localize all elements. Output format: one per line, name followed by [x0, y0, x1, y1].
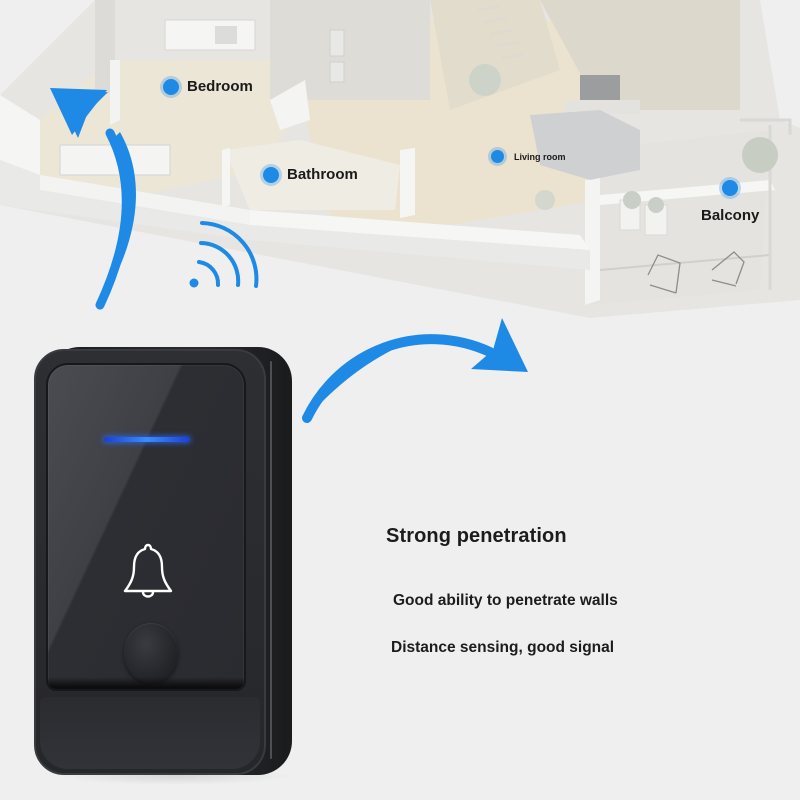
room-name: Bathroom [287, 166, 358, 183]
location-dot-icon [263, 166, 279, 183]
room-label-living-room: Living room [491, 150, 566, 163]
room-label-bathroom: Bathroom [263, 166, 358, 183]
floor-plan-graphic [0, 0, 800, 318]
room-name: Balcony [701, 207, 760, 224]
floor-plan-illustration: Bedroom Bathroom Living room Balcony [0, 0, 800, 340]
led-indicator [104, 437, 190, 442]
device-lower-bezel [40, 697, 260, 769]
location-dot-icon [163, 78, 179, 95]
room-name: Bedroom [187, 78, 253, 95]
location-dot-icon [722, 180, 738, 196]
room-name: Living room [514, 151, 566, 162]
feature-line-signal: Distance sensing, good signal [391, 639, 615, 656]
doorbell-device [34, 347, 294, 785]
device-face-panel [46, 363, 246, 691]
room-label-bedroom: Bedroom [163, 78, 253, 95]
feature-title: Strong penetration [386, 525, 567, 547]
location-dot-icon [491, 150, 504, 163]
doorbell-push-button[interactable] [124, 623, 178, 683]
device-body [34, 349, 266, 775]
bell-icon [123, 543, 173, 598]
feature-line-walls: Good ability to penetrate walls [393, 592, 618, 609]
